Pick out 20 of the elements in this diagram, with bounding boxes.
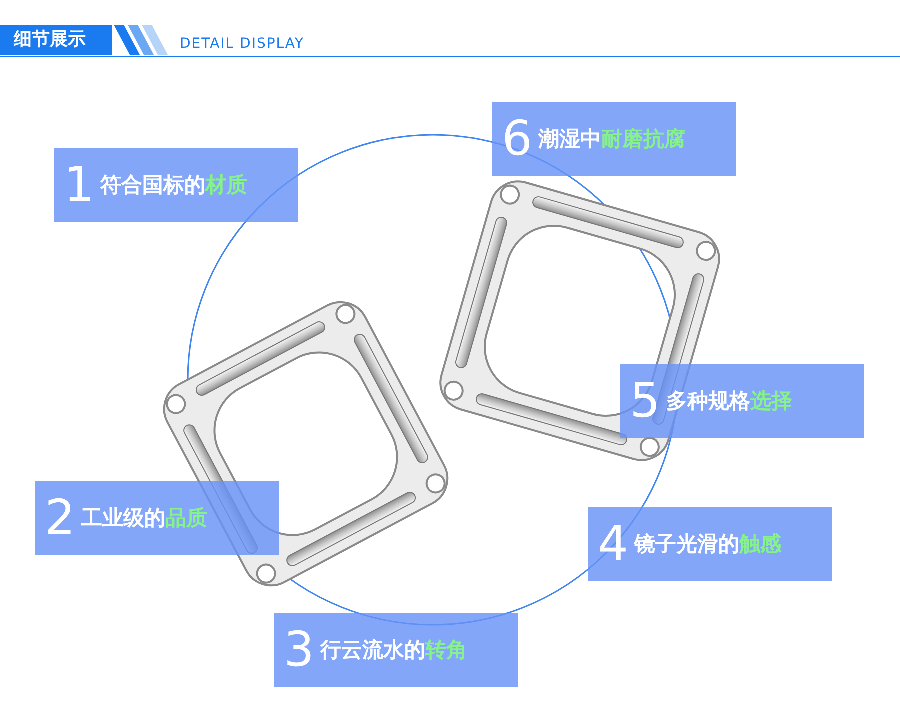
feature-callout-box <box>588 507 832 581</box>
section-subtitle: DETAIL DISPLAY <box>180 36 304 52</box>
feature-text: 符合国标的材质 <box>100 172 248 199</box>
feature-text: 工业级的品质 <box>82 505 208 532</box>
feature-callout-box <box>35 481 279 555</box>
feature-text: 潮湿中耐磨抗腐 <box>538 126 686 153</box>
feature-callout-box <box>492 102 736 176</box>
feature-text: 镜子光滑的触感 <box>634 531 782 558</box>
feature-text: 行云流水的转角 <box>320 637 468 664</box>
feature-callout-box <box>620 364 864 438</box>
feature-callout-box <box>54 148 298 222</box>
feature-callout-box <box>274 613 518 687</box>
callout-number: 6 <box>502 111 533 167</box>
callout-number: 2 <box>45 490 76 546</box>
feature-text: 多种规格选择 <box>666 388 793 415</box>
section-title: 细节展示 <box>0 25 112 55</box>
callout-number: 5 <box>630 373 661 429</box>
callout-number: 4 <box>598 516 629 572</box>
callout-number: 3 <box>284 622 315 678</box>
callout-number: 1 <box>64 157 95 213</box>
